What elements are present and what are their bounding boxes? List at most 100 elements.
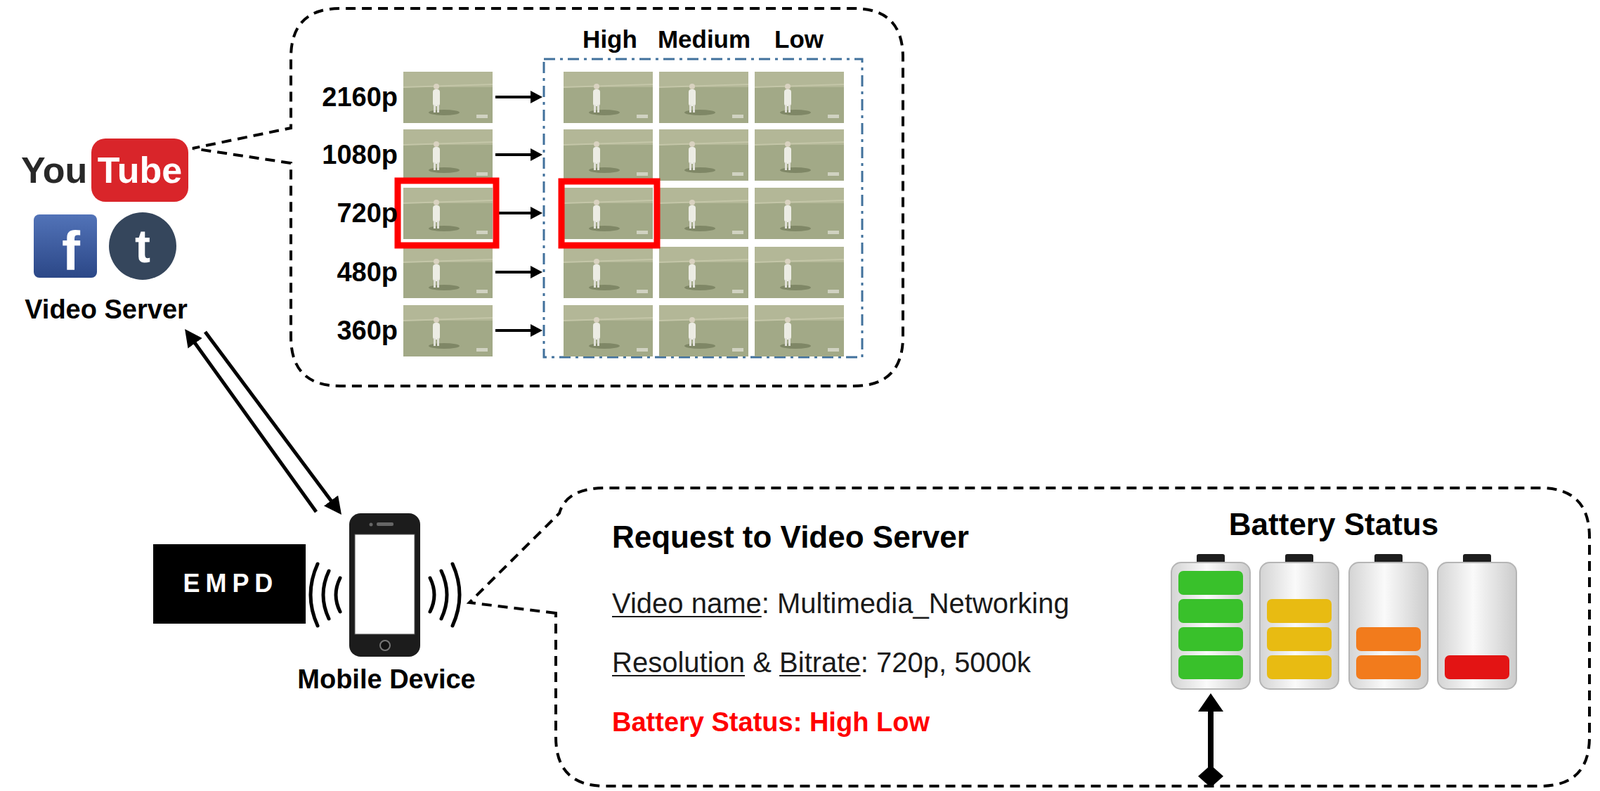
video-thumbnails: [403, 246, 493, 298]
wireless-waves: [310, 563, 318, 626]
request-field: : Multimedia_Networking: [761, 586, 1070, 620]
callout-heading: Battery Status: [1228, 505, 1439, 543]
video-thumbnails: [659, 187, 749, 239]
video-thumbnails: [563, 304, 653, 357]
box-label: EMPD: [177, 568, 279, 598]
youtube-logo: [91, 138, 189, 202]
video-thumbnails: [754, 71, 844, 123]
video-thumbnails: [563, 71, 653, 123]
battery-pointer: [1207, 708, 1214, 769]
selection-highlight: [397, 180, 497, 246]
node-label: Mobile Device: [297, 663, 476, 695]
encode-arrows: [530, 323, 543, 337]
encode-arrows: [530, 148, 543, 161]
wireless-waves: [452, 563, 460, 626]
text-row: f: [61, 223, 81, 279]
battery-icons: [1171, 562, 1251, 689]
battery-status-text: Battery Status:: [612, 705, 802, 738]
logo-text: t: [134, 222, 151, 270]
battery-icons: [1349, 562, 1428, 689]
encode-arrows: [495, 270, 533, 274]
encoding-grid-frame: [543, 59, 863, 357]
video-server: YouTubef tVideo Server: [8, 133, 207, 332]
battery-pointer: [1198, 692, 1224, 788]
mobile-phone: [376, 522, 394, 526]
video-thumbnails: [659, 129, 749, 181]
encode-arrows: [530, 90, 543, 104]
resolution-label: 720p: [336, 196, 398, 230]
video-thumbnails: [403, 304, 493, 357]
callout-bubble: [192, 8, 903, 386]
selection-highlight: [397, 180, 658, 246]
text-row: Video name: Multimedia_Networking: [612, 586, 1070, 620]
video-thumbnails: [659, 71, 749, 123]
request-field: Resolution: [612, 645, 745, 679]
battery-icons: [1266, 598, 1332, 623]
battery-icons: [1178, 570, 1244, 595]
text-row: Mobile Device: [284, 663, 489, 695]
text-row: Video Server: [8, 293, 204, 325]
logo-text: You: [21, 151, 88, 189]
text-row: 480p: [297, 255, 398, 289]
text-row: Medium: [640, 24, 768, 55]
battery-status-text: Low: [876, 705, 930, 738]
encoding-callout: HighMediumLow 2160p 1080p 720p 480p 360p: [290, 8, 903, 386]
video-thumbnails: [754, 187, 844, 239]
request-field: : 720p, 5000k: [860, 645, 1031, 679]
battery-icons: [1178, 598, 1244, 623]
battery-icons: [1266, 654, 1332, 679]
request-arrow: [205, 331, 340, 512]
wireless-waves: [335, 577, 341, 612]
battery-icons: [1171, 553, 1517, 689]
resolution-label: 2160p: [321, 80, 398, 114]
mobile-phone: [380, 640, 390, 650]
text-row: EMPD: [153, 568, 303, 598]
encode-arrows: [495, 95, 533, 99]
mobile-phone: [369, 522, 374, 527]
video-thumbnails: [403, 71, 493, 123]
logo-text: Tube: [97, 151, 182, 189]
battery-icons: [1437, 562, 1517, 689]
text-row: Battery Status:HighLow: [612, 705, 930, 738]
encode-arrows: [495, 153, 533, 156]
video-thumbnails: [563, 246, 653, 298]
video-thumbnails: [563, 129, 653, 181]
video-thumbnails: [659, 246, 749, 298]
callout-heading: Request to Video Server: [612, 518, 969, 556]
text-row: 1080p: [297, 138, 398, 171]
text-row: 2160p: [297, 80, 398, 114]
node-label: Video Server: [24, 293, 188, 325]
encode-arrows: [530, 265, 543, 279]
wireless-waves: [323, 570, 329, 619]
text-row: Battery Status: [1158, 505, 1510, 543]
battery-icons: [1259, 562, 1339, 689]
battery-icons: [1356, 626, 1421, 651]
video-thumbnails: [403, 129, 493, 181]
empd-box: EMPD: [153, 543, 306, 624]
wireless-waves: [441, 570, 447, 619]
text-row: 360p: [297, 314, 398, 347]
text-row: t: [121, 222, 164, 270]
resolution-label: 360p: [336, 314, 398, 347]
text-row: Resolution&Bitrate: 720p, 5000k: [612, 645, 1031, 679]
text-row: You: [21, 151, 88, 189]
battery-icons: [1178, 654, 1244, 679]
video-thumbnails: [403, 71, 844, 357]
request-field: Video name: [612, 586, 762, 620]
encode-arrows: [530, 206, 543, 220]
text-row: High: [560, 24, 660, 55]
battery-pointer: [1198, 764, 1224, 788]
encode-arrows: [495, 211, 533, 215]
wireless-waves: [430, 577, 435, 612]
resolution-label: 480p: [336, 255, 398, 289]
encode-arrows: [495, 328, 533, 332]
battery-icons: [1356, 654, 1421, 679]
mobile-phone: [354, 534, 415, 634]
encode-arrows: [495, 90, 543, 337]
column-header: Low: [774, 24, 824, 55]
request-field: &: [752, 645, 772, 679]
video-thumbnails: [563, 187, 653, 239]
text-row: Tube: [91, 151, 189, 189]
callout-bubble: [469, 487, 1590, 786]
